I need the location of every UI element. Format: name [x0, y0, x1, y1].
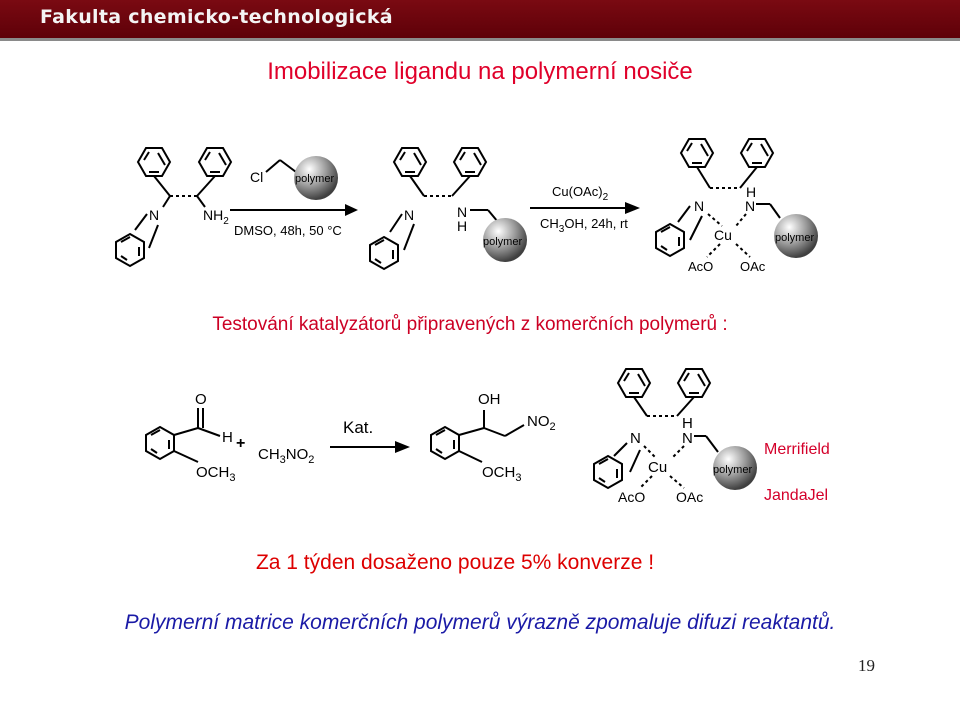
n-atom-label-3: N [694, 198, 704, 214]
cat-h-label: H [682, 415, 693, 432]
hydroxyl-label: OH [478, 391, 501, 408]
copper-complex [655, 138, 781, 258]
methoxy-label: OCH3 [196, 464, 235, 484]
nh-h-label: H [457, 218, 467, 234]
merrifield-label: Merrifield [764, 441, 830, 458]
cat-n-label: N [630, 430, 641, 447]
catalyst-label: Kat. [343, 418, 373, 437]
result-statement: Za 1 týden dosaženo pouze 5% konverze ! [255, 551, 655, 574]
step2-solvent: CH3OH, 24h, rt [540, 216, 628, 235]
nh-n-label-3: N [745, 198, 755, 214]
chloride-label: Cl [250, 169, 263, 185]
faculty-name: Fakulta chemicko-technologická [40, 6, 393, 28]
nitromethane-label: CH3NO2 [258, 446, 314, 466]
nitroaldol-product [430, 410, 525, 463]
polymer-label: polymer [483, 236, 522, 248]
jandajel-label: JandaJel [764, 487, 828, 504]
aldehyde-o-label: O [195, 391, 207, 408]
polymer-bead [483, 218, 527, 262]
polymer-bead [294, 156, 338, 200]
nh-n-label: N [457, 204, 467, 220]
conclusion-statement: Polymerní matrice komerčních polymerů vý… [124, 611, 836, 634]
cat-cu-label: Cu [648, 459, 667, 476]
cu-label: Cu [714, 227, 732, 243]
methoxybenzaldehyde [145, 408, 221, 463]
header-bar: Fakulta chemicko-technologická [0, 0, 960, 41]
testing-subtitle: Testování katalyzátorů připravených z ko… [212, 314, 728, 335]
aldehyde-h-label: H [222, 429, 233, 446]
step2-reagent: Cu(OAc)2 [552, 184, 609, 203]
page-number: 19 [858, 656, 875, 675]
nh-h-label-3: H [746, 184, 756, 200]
slide-title: Imobilizace ligandu na polymerní nosiče [267, 58, 693, 85]
cat-n2-label: N [682, 430, 693, 447]
polymer-label: polymer [775, 232, 814, 244]
catalyst-structure [593, 368, 719, 489]
amine-label: NH2 [203, 207, 229, 227]
ligand-molecule [115, 147, 232, 267]
oac-label: OAc [740, 259, 766, 274]
product-methoxy-label: OCH3 [482, 464, 521, 484]
n-atom-label-2: N [404, 207, 414, 223]
polymer-label: polymer [295, 173, 334, 185]
polymer-bead [713, 446, 757, 490]
plus-sign: + [236, 435, 245, 452]
nitro-label: NO2 [527, 413, 556, 433]
cat-oac-label: OAc [676, 489, 703, 505]
immobilized-ligand [369, 147, 499, 270]
polymer-label: polymer [713, 464, 752, 476]
polymer-bead [774, 214, 818, 258]
cat-aco-label: AcO [618, 489, 645, 505]
n-atom-label: N [149, 207, 159, 223]
step1-conditions: DMSO, 48h, 50 °C [234, 223, 342, 238]
aco-label: AcO [688, 259, 713, 274]
